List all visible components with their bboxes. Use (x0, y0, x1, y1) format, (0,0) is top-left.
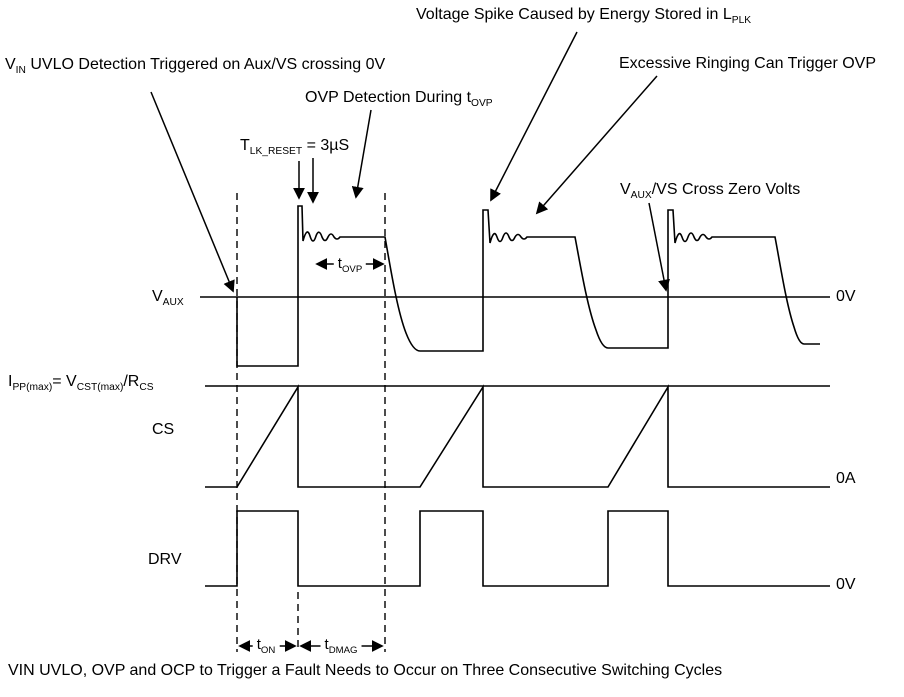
annotation-uvlo-detection: VIN UVLO Detection Triggered on Aux/VS c… (5, 56, 386, 77)
t-dmag-label: tDMAG (320, 636, 362, 655)
annotation-voltage-spike: Voltage Spike Caused by Energy Stored in… (416, 6, 752, 27)
annotation-tlk-reset: TLK_RESET = 3µS (240, 137, 350, 158)
uvlo-arrow (150, 91, 235, 293)
cs-label: CS (152, 421, 175, 438)
vaux-waveform (236, 205, 820, 367)
ipp-max-label: IPP(max)= VCST(max)/RCS (8, 373, 154, 394)
drv-zero-label: 0V (836, 576, 856, 593)
cs-waveform (205, 384, 830, 488)
vaux-label: VAUX (152, 288, 184, 309)
annotation-ovp-detection: OVP Detection During tOVP (305, 89, 493, 110)
annotation-excessive-ringing: Excessive Ringing Can Trigger OVP (619, 55, 876, 72)
voltage-spike-arrow (490, 31, 578, 202)
annotation-cross-zero: VAUX/VS Cross Zero Volts (620, 181, 801, 202)
drv-label: DRV (148, 551, 182, 568)
cross-zero-arrow (648, 202, 670, 292)
cs-zero-label: 0A (836, 470, 856, 487)
t-on-label: tON (252, 636, 280, 655)
t-ovp-label: tOVP (333, 255, 367, 274)
ringing-arrow (535, 75, 658, 215)
ovp-detect-arrow (351, 109, 372, 199)
figure-caption: VIN UVLO, OVP and OCP to Trigger a Fault… (8, 662, 723, 679)
drv-waveform (205, 510, 830, 587)
vaux-zero-label: 0V (836, 288, 856, 305)
